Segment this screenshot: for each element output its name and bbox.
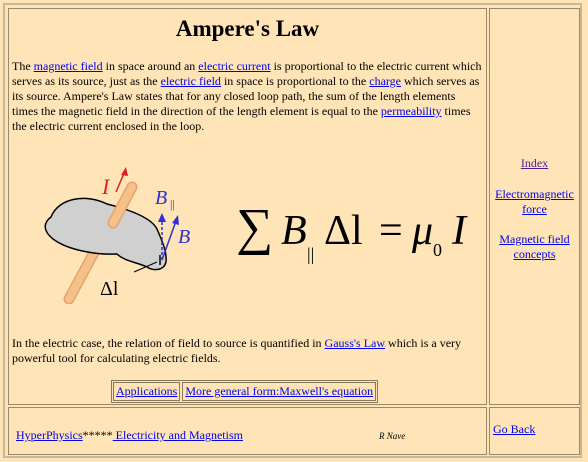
index-link[interactable]: Index — [520, 156, 549, 170]
dl-pointer — [133, 261, 158, 273]
sidebar-item-magnetic-field-concepts: Magnetic field concepts — [490, 232, 579, 262]
page-frame: Ampere's Law The magnetic field in space… — [3, 3, 582, 458]
sidebar: Index Electromagnetic force Magnetic fie… — [489, 8, 580, 405]
applications-link[interactable]: Applications — [113, 382, 181, 401]
magnetic-field-concepts-link[interactable]: Magnetic field concepts — [499, 232, 570, 261]
gauss-paragraph: In the electric case, the relation of fi… — [12, 336, 482, 366]
b-arrow-line — [161, 220, 177, 261]
maxwell-equation-link[interactable]: More general form:Maxwell's equation — [182, 382, 377, 401]
eq-b-sub: || — [307, 244, 314, 264]
link-charge[interactable]: charge — [369, 74, 402, 88]
intro-paragraph: The magnetic field in space around an el… — [12, 59, 482, 134]
gauss-text: In the electric case, the relation of fi… — [12, 336, 325, 350]
intro-text: The — [12, 59, 34, 73]
electricity-magnetism-link[interactable]: Electricity and Magnetism — [112, 428, 243, 442]
link-magnetic-field[interactable]: magnetic field — [33, 59, 103, 73]
footer-stars: ***** — [82, 428, 113, 442]
electromagnetic-force-link[interactable]: Electromagnetic force — [495, 187, 574, 216]
intro-text: which serves as its source. Ampere's Law… — [12, 74, 480, 118]
ampere-loop-diagram: I B || B Δl — [44, 167, 190, 304]
label-dl: Δl — [100, 278, 119, 300]
intro-text: times the electric current enclosed in t… — [12, 104, 471, 133]
label-b-parallel-sub: || — [170, 197, 175, 211]
link-permeability[interactable]: permeability — [380, 104, 442, 118]
gauss-text: which is a very powerful tool for calcul… — [12, 336, 462, 365]
go-back-link[interactable]: Go Back — [493, 422, 536, 436]
eq-dl: Δl — [324, 208, 363, 254]
nav-button-group: Applications More general form:Maxwell's… — [111, 380, 379, 403]
eq-mu-sub: 0 — [433, 240, 442, 260]
ampere-equation: ∑ B || Δl = μ 0 I — [236, 199, 468, 264]
eq-b: B — [281, 208, 307, 254]
link-electric-field[interactable]: electric field — [160, 74, 221, 88]
label-b: B — [178, 226, 190, 248]
eq-mu: μ — [411, 208, 433, 254]
b-parallel-arrow-icon — [158, 213, 166, 222]
hyperphysics-link[interactable]: HyperPhysics — [16, 428, 83, 442]
footer: HyperPhysics***** Electricity and Magnet… — [8, 407, 487, 455]
eq-equals: = — [379, 208, 403, 254]
page-title: Ampere's Law — [175, 16, 320, 41]
main-content: Ampere's Law The magnetic field in space… — [8, 8, 487, 405]
author-credit: R Nave — [379, 431, 406, 441]
intro-text: in space is proportional to the — [220, 74, 370, 88]
current-arrow-icon — [121, 167, 128, 176]
link-electric-current[interactable]: electric current — [198, 59, 271, 73]
eq-sum-symbol: ∑ — [236, 199, 273, 256]
link-gauss-law[interactable]: Gauss's Law — [324, 336, 386, 350]
label-current: I — [101, 174, 111, 199]
intro-text: is proportional to the electric current … — [12, 59, 482, 88]
wire-lower-fill — [65, 243, 101, 303]
intro-text: in space around an — [102, 59, 199, 73]
label-b-parallel: B — [155, 187, 167, 209]
b-arrow-icon — [172, 215, 179, 225]
closed-loop-path — [44, 197, 167, 271]
sidebar-item-electromagnetic-force: Electromagnetic force — [490, 187, 579, 217]
sidebar-item-index: Index — [490, 156, 579, 171]
footer-right: Go Back — [489, 407, 580, 455]
wire-upper-fill — [109, 183, 136, 227]
eq-i: I — [451, 208, 468, 254]
footer-nav: HyperPhysics***** Electricity and Magnet… — [16, 428, 243, 443]
